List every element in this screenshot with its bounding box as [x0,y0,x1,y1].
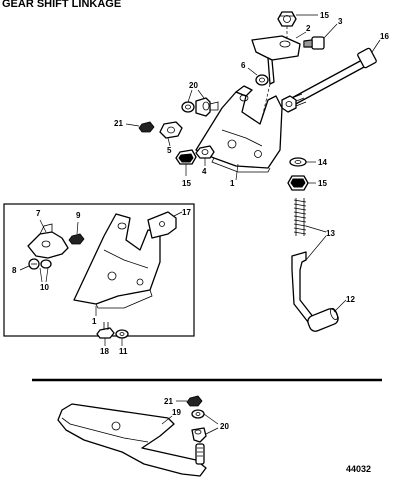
bolt-18 [96,322,115,339]
callout-17: 17 [182,208,191,217]
callout-1-top: 1 [230,179,235,188]
leader-7 [39,219,47,233]
screw-3 [303,36,325,50]
callout-16: 16 [380,32,389,41]
bushings-20-bottom [191,409,207,443]
diagram-title: GEAR SHIFT LINKAGE [2,0,121,10]
nut-9 [68,233,85,245]
callout-14: 14 [318,158,327,167]
callout-8: 8 [12,266,17,275]
callout-15-left: 15 [182,179,191,188]
leader-12 [333,299,347,313]
nut-15-right [287,175,309,191]
callout-15-right: 15 [318,179,327,188]
callout-2: 2 [306,24,311,33]
leader-3 [323,23,338,39]
leader-13 [305,225,327,261]
leader-17 [173,211,183,217]
long-rod-16 [287,47,377,107]
leader-10 [39,267,49,283]
bushing-6 [255,74,269,86]
leader-5 [167,137,171,147]
main-pivot-bracket [195,83,283,173]
callout-7: 7 [36,209,41,218]
callout-5: 5 [167,146,172,155]
leader-8 [19,265,30,271]
clip-17 [147,211,177,239]
figure-number: 44032 [346,464,371,474]
leader-2 [295,31,307,39]
callout-21-bottom: 21 [164,397,173,406]
callout-top-15: 15 [320,11,329,20]
callout-9: 9 [76,211,81,220]
leader-21-top [125,123,140,127]
leader-19 [161,415,173,425]
leader-1-top [235,163,239,181]
screw-8 [28,258,40,270]
leader-20-top [187,89,205,103]
spring-13 [293,198,307,236]
callout-13: 13 [326,229,335,238]
callout-12: 12 [346,295,355,304]
lever-plate-19 [57,403,207,477]
shift-rod-12 [291,251,339,332]
nut-21-top [138,121,155,133]
callout-18: 18 [100,347,109,356]
nut-5 [159,121,183,139]
washer-14 [289,157,307,167]
spacer-nut [281,95,297,113]
callout-19: 19 [172,408,181,417]
callout-20-top: 20 [189,81,198,90]
bushings-20-top [181,97,219,117]
leader-9 [76,221,79,235]
callout-20-bottom: 20 [220,422,229,431]
shift-arm-7 [27,223,69,259]
washer-11 [115,329,129,339]
bracket-2 [251,26,301,85]
nut-4 [195,145,215,159]
nut-15-left [175,149,197,165]
nut-21-bottom [186,395,203,407]
top-nut-15 [277,11,297,27]
callout-11: 11 [119,347,128,356]
callout-3: 3 [338,17,343,26]
callout-4: 4 [202,167,207,176]
callout-1-inset: 1 [92,317,97,326]
inset-pivot-bracket [73,213,161,309]
washer-10 [40,259,52,269]
leader-20-bottom [203,413,219,435]
callout-10: 10 [40,283,49,292]
leader-16 [371,39,381,53]
callout-21-top: 21 [114,119,123,128]
callout-6: 6 [241,61,246,70]
leader-6 [247,67,258,76]
